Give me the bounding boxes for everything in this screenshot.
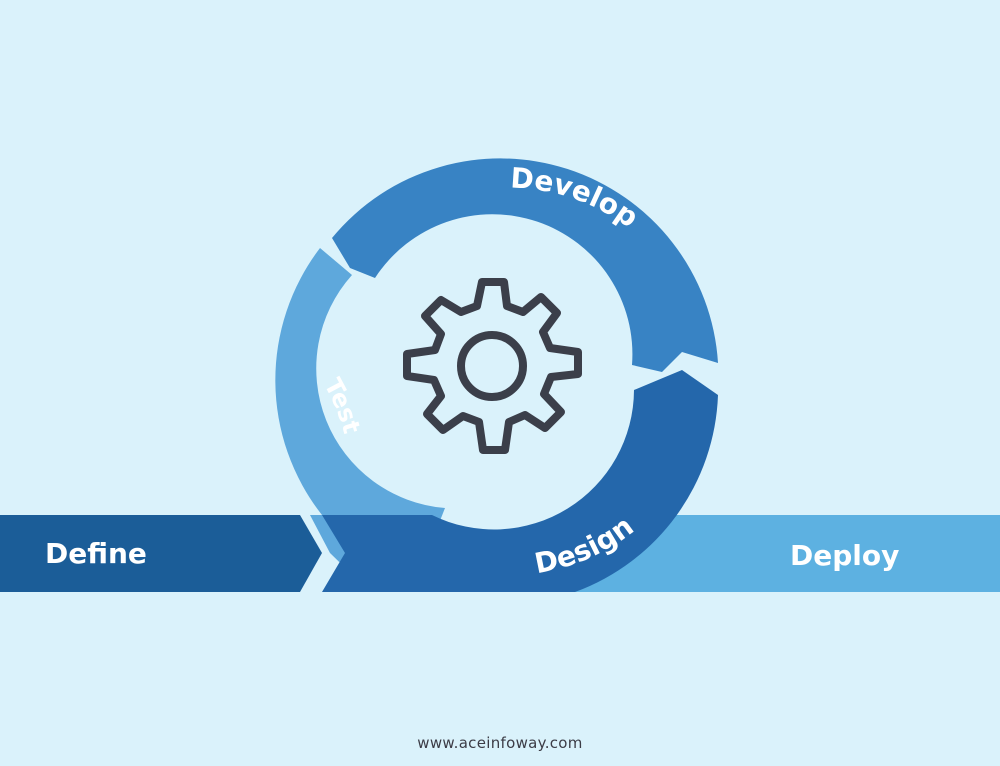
- deploy-band: [575, 515, 1000, 592]
- develop-segment: [332, 158, 718, 372]
- gear-icon: [403, 278, 582, 454]
- define-label: Define: [45, 537, 147, 570]
- deploy-label: Deploy: [790, 539, 899, 572]
- design-segment: [322, 370, 718, 592]
- define-band: [0, 515, 322, 592]
- test-segment: [275, 248, 445, 592]
- footer-url: www.aceinfoway.com: [417, 734, 583, 752]
